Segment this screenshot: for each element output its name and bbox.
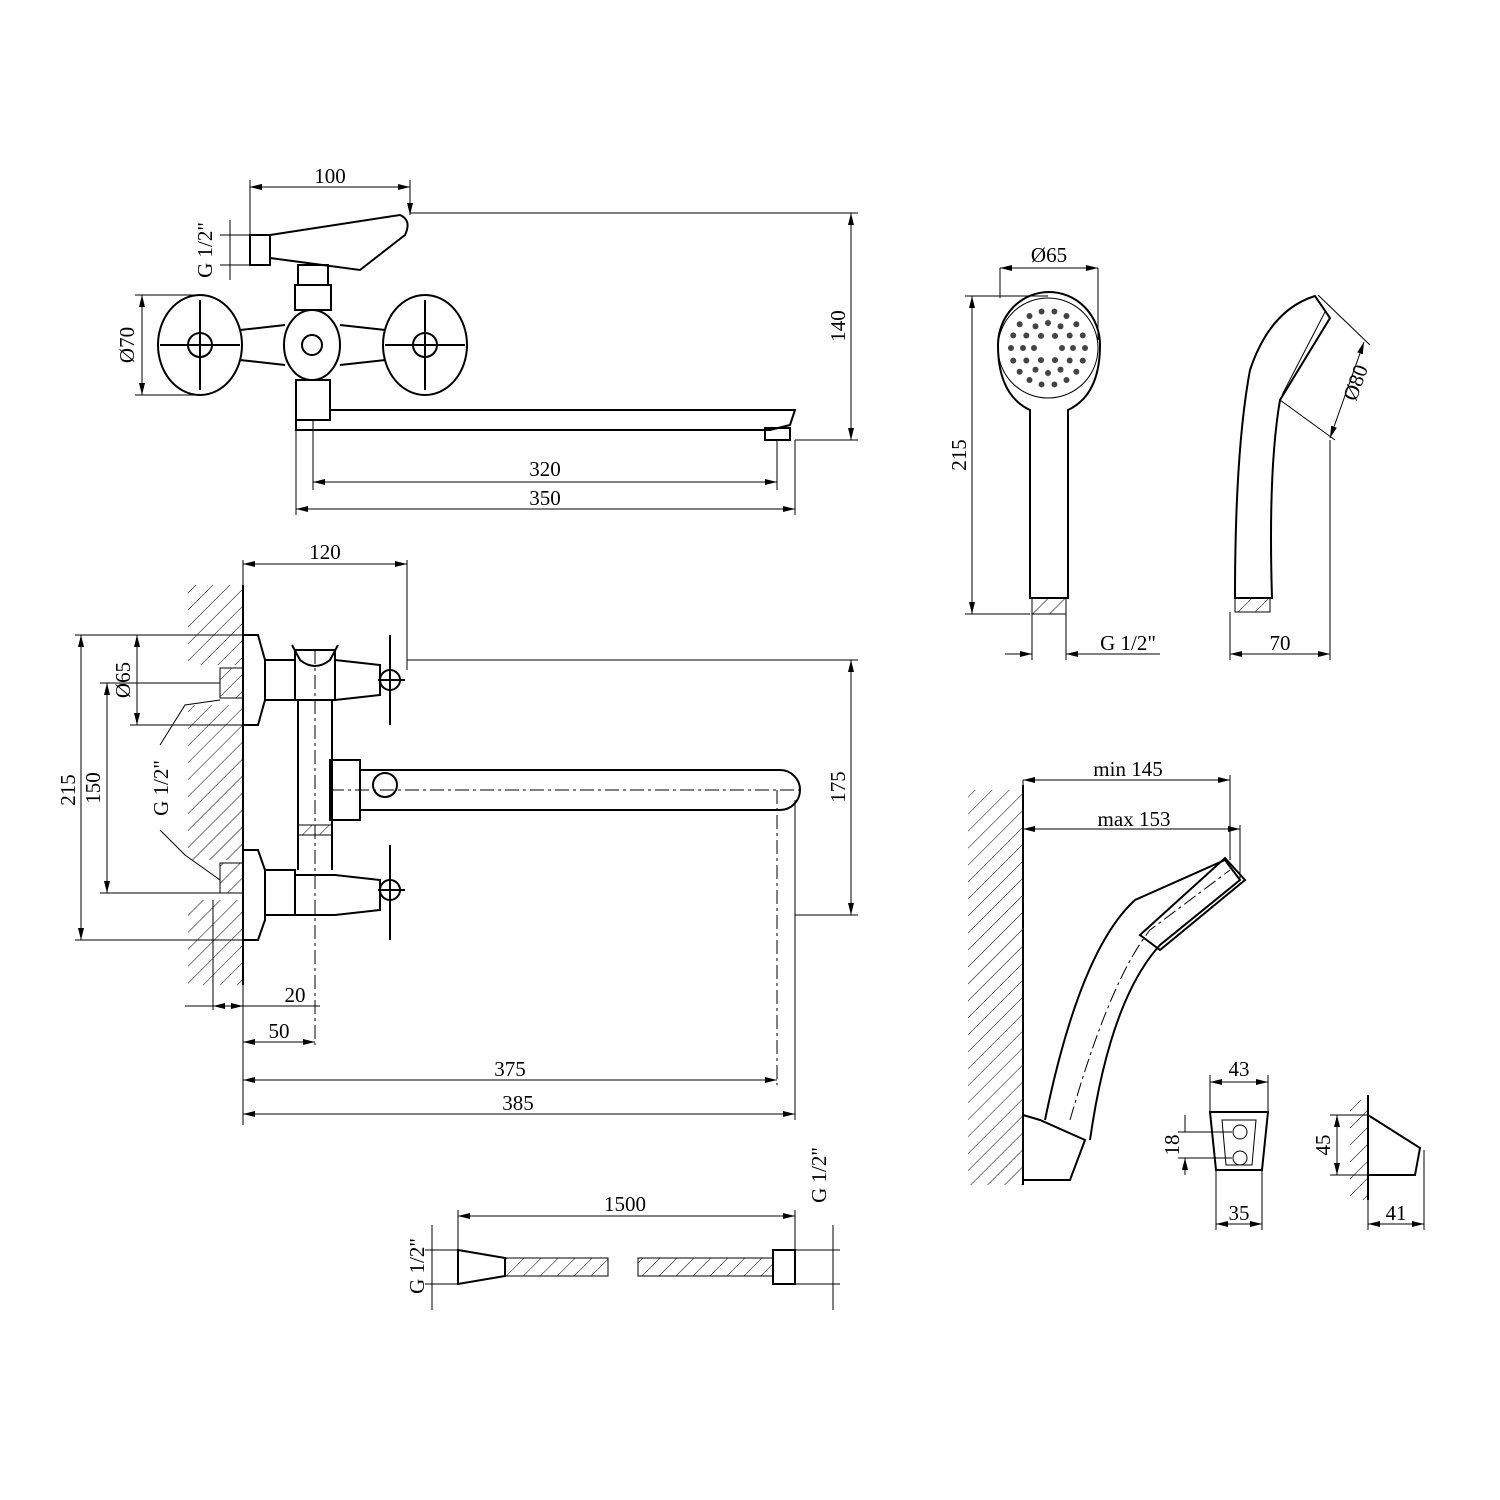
nozzle-dot: [1051, 308, 1058, 315]
front-view-mixer: 120 Ø65 215 150 G 1/2" 175 20 50 375 385: [56, 540, 858, 1125]
holder-assembly: min 145 max 153: [968, 757, 1247, 1185]
dim-385: 385: [502, 1091, 534, 1115]
nozzle-dot: [1016, 321, 1023, 328]
dim-50: 50: [269, 1019, 290, 1043]
nozzle-dot: [1052, 332, 1058, 339]
nozzle-dot: [1032, 366, 1039, 373]
nozzle-dot: [1010, 357, 1017, 364]
nozzle-dot: [1066, 332, 1073, 339]
dim-350: 350: [529, 486, 561, 510]
nozzle-dot: [1045, 370, 1051, 376]
dim-35: 35: [1229, 1201, 1250, 1225]
dim-100: 100: [314, 164, 346, 188]
holder-side: 45 41: [1311, 1095, 1425, 1230]
nozzle-dot: [1023, 332, 1030, 339]
dim-thread-top: G 1/2": [193, 222, 217, 278]
nozzle-dot: [1010, 332, 1017, 339]
dim-18: 18: [1160, 1135, 1184, 1156]
nozzle-dot: [1073, 321, 1080, 328]
dim-41: 41: [1386, 1201, 1407, 1225]
dim-320: 320: [529, 457, 561, 481]
nozzle-dot: [1016, 368, 1023, 375]
nozzle-dot: [1038, 357, 1044, 364]
hand-shower-front: Ø65 215 G 1/2": [947, 243, 1160, 660]
nozzle-dot: [1079, 332, 1086, 339]
dim-max-153: max 153: [1098, 807, 1171, 831]
dim-70: 70: [1270, 631, 1291, 655]
dim-dia-65-flange: Ø65: [111, 662, 135, 698]
nozzle-dot: [1038, 332, 1044, 339]
dim-150: 150: [81, 772, 105, 804]
dim-min-145: min 145: [1093, 757, 1162, 781]
nozzle-dot: [1082, 345, 1088, 351]
nozzle-dot: [1073, 368, 1080, 375]
top-view-mixer: 100 G 1/2" Ø70 140 320 350: [115, 164, 858, 515]
dim-45: 45: [1311, 1135, 1335, 1156]
nozzle-dot: [1023, 357, 1030, 364]
dim-1500: 1500: [604, 1192, 646, 1216]
nozzle-dot: [1079, 357, 1086, 364]
nozzle-dot: [1020, 345, 1026, 351]
nozzle-dot: [1063, 312, 1070, 319]
hand-shower-side: Ø80 70: [1229, 294, 1373, 660]
dim-120: 120: [309, 540, 341, 564]
nozzle-dot: [1038, 381, 1045, 388]
nozzle-dot: [1038, 308, 1045, 315]
dim-dia-65-head: Ø65: [1031, 243, 1067, 267]
nozzle-dot: [1026, 312, 1033, 319]
nozzle-dot: [1008, 345, 1014, 351]
dim-20: 20: [285, 983, 306, 1007]
dim-dia-70: Ø70: [115, 327, 139, 363]
dim-dia-80: Ø80: [1338, 362, 1373, 404]
nozzle-dot: [1070, 345, 1076, 351]
dim-140: 140: [826, 310, 850, 342]
dim-375: 375: [494, 1057, 526, 1081]
dim-175: 175: [826, 771, 850, 803]
dim-thread-shower: G 1/2": [1100, 631, 1156, 655]
nozzle-dot: [1032, 323, 1039, 330]
nozzle-dot: [1057, 323, 1064, 330]
nozzle-dot: [1051, 381, 1058, 388]
dim-thread-hose-left: G 1/2": [405, 1238, 429, 1294]
holder-front: 43 18 35: [1160, 1057, 1270, 1230]
nozzle-dot: [1052, 357, 1058, 364]
nozzle-dot: [1057, 366, 1064, 373]
dim-43: 43: [1229, 1057, 1250, 1081]
nozzle-dot: [1026, 377, 1033, 384]
dim-215-shower: 215: [947, 439, 971, 471]
nozzle-dot: [1066, 357, 1073, 364]
nozzle-dot: [1059, 345, 1065, 351]
dim-thread-front: G 1/2": [149, 760, 173, 816]
dim-215: 215: [56, 774, 80, 806]
nozzle-dot: [1063, 377, 1070, 384]
nozzle-dot: [1031, 345, 1037, 351]
hose: 1500 G 1/2" G 1/2": [405, 1147, 840, 1310]
dim-thread-hose-right: G 1/2": [807, 1147, 831, 1203]
nozzle-dot: [1045, 320, 1051, 326]
